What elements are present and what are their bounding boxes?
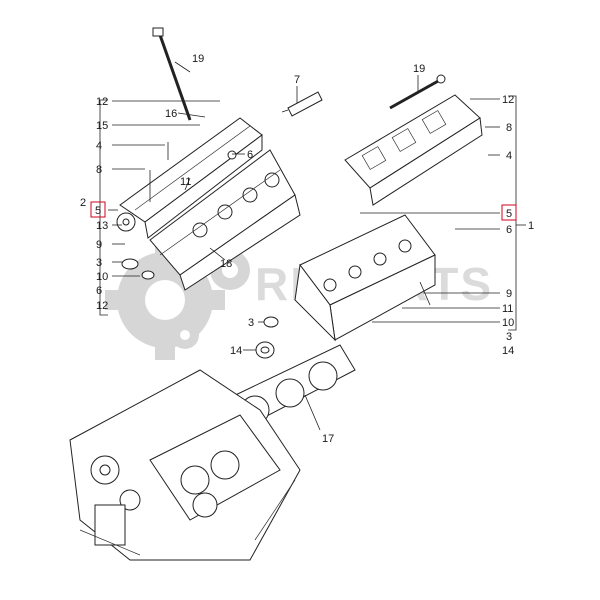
callout-10-right: 10: [502, 317, 514, 329]
callout-10-left: 10: [96, 271, 108, 283]
right-cylinder-head: [294, 214, 436, 342]
callout-15: 15: [96, 120, 108, 132]
callout-19-right: 19: [413, 63, 425, 75]
head-bolt-left: [152, 27, 192, 121]
sealant-tube: [281, 91, 323, 117]
callout-17: 17: [322, 433, 334, 445]
callout-16: 16: [165, 108, 177, 120]
callout-3-right: 3: [506, 331, 512, 343]
callout-7: 7: [294, 74, 300, 86]
callout-12-bottom-left: 12: [96, 300, 108, 312]
callout-12-right: 12: [502, 94, 514, 106]
callout-18: 18: [220, 258, 232, 270]
left-small-parts: [121, 142, 237, 280]
callout-1: 1: [528, 220, 534, 232]
callout-9-right: 9: [506, 288, 512, 300]
callout-11-right: 11: [502, 303, 513, 315]
seal-ring-3: [263, 316, 279, 328]
head-bolt-right: [389, 74, 446, 110]
callout-19-left: 19: [192, 53, 204, 65]
callout-5-right: 5: [506, 208, 512, 220]
callout-14-right: 14: [502, 345, 514, 357]
callout-14-center: 14: [230, 345, 242, 357]
callout-13: 13: [96, 220, 108, 232]
callout-5-left: 5: [95, 205, 101, 217]
callout-11-left: 11: [180, 176, 191, 188]
engine-block: [69, 369, 301, 561]
callout-8-left: 8: [96, 164, 102, 176]
left-valve-cover: [119, 117, 263, 239]
highlight-box-left: [90, 201, 106, 218]
callout-3-left: 3: [96, 257, 102, 269]
callout-9-left: 9: [96, 239, 102, 251]
callout-8-right: 8: [506, 122, 512, 134]
highlight-box-right: [501, 204, 517, 221]
right-valve-cover: [344, 94, 483, 206]
callout-6-lower-left: 6: [96, 285, 102, 297]
callout-3-center: 3: [248, 317, 254, 329]
callout-4-left: 4: [96, 140, 102, 152]
left-bracket: [99, 99, 108, 316]
callout-12-top-left: 12: [96, 96, 108, 108]
leader-lines: [108, 61, 526, 431]
callout-2: 2: [80, 197, 86, 209]
left-cylinder-head: [149, 149, 301, 291]
callout-4-right: 4: [506, 150, 512, 162]
callout-6-right: 6: [506, 224, 512, 236]
callout-6-upper-left: 6: [247, 149, 253, 161]
